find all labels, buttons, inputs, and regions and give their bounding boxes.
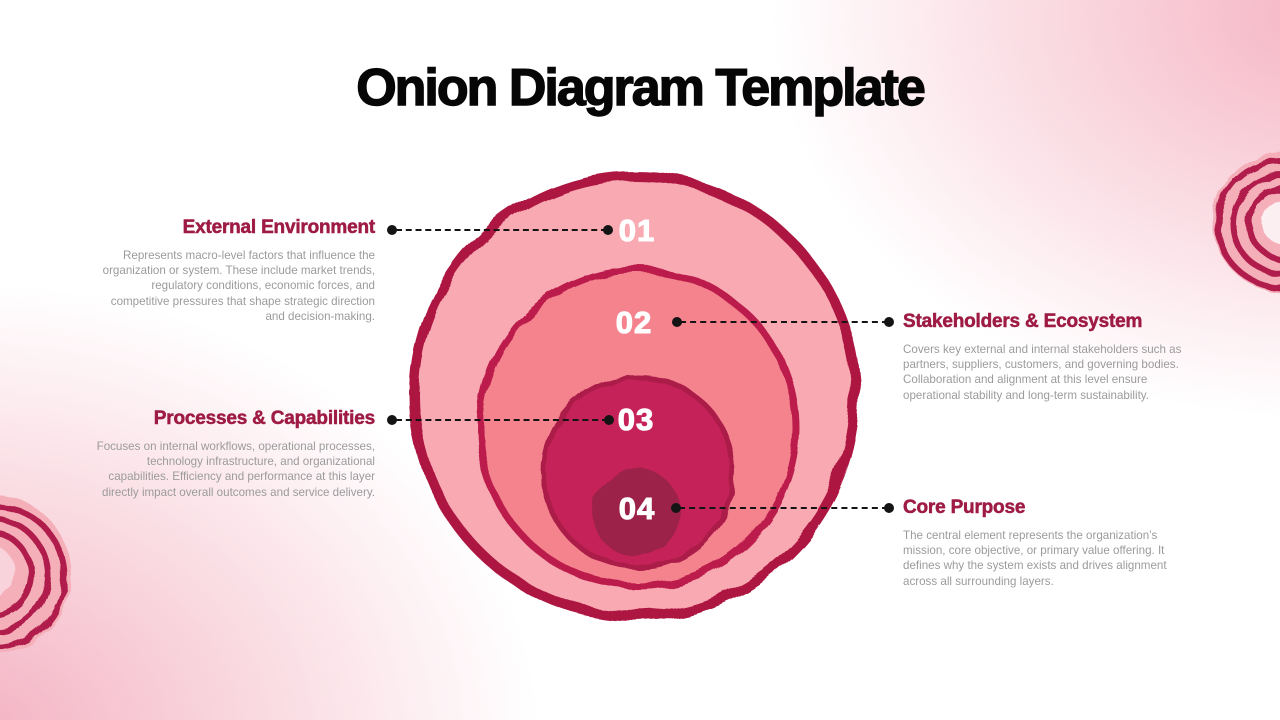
connector-line-04 [679,507,888,509]
label-title: Core Purpose [903,497,1026,519]
onion-layer-04 [592,468,680,556]
label-title: External Environment [182,217,375,239]
layer-number-03: 03 [617,401,655,437]
label-processes-capabilities: Processes & Capabilities Focuses on inte… [93,408,376,500]
connector-dot [672,317,682,327]
label-core-purpose: Core Purpose The central element represe… [903,497,1185,589]
connector-dot [387,415,397,425]
connector-line-01 [396,229,607,231]
onion-ring-decoration-top-right [1198,140,1280,315]
connector-line-02 [680,321,888,323]
connector-dot [671,503,681,513]
label-description: Represents macro-level factors that infl… [102,249,375,323]
connector-dot [604,415,614,425]
label-description: Focuses on internal workflows, operation… [96,440,375,499]
page-title: Onion Diagram Template [356,58,927,117]
layer-number-02: 02 [615,304,653,340]
layer-number-04: 04 [618,490,656,526]
connector-dot [884,317,894,327]
label-title: Stakeholders & Ecosystem [903,311,1143,333]
onion-ring-decoration-bottom-left [0,474,92,679]
connector-dot [387,225,397,235]
connector-line-03 [396,419,608,421]
label-description: Covers key external and internal stakeho… [903,343,1182,402]
label-description: The central element represents the organ… [903,529,1167,588]
connector-dot [884,503,894,513]
layer-number-01: 01 [618,212,656,248]
label-external-environment: External Environment Represents macro-le… [93,217,376,324]
label-title: Processes & Capabilities [153,408,376,430]
connector-dot [603,225,613,235]
label-stakeholders-ecosystem: Stakeholders & Ecosystem Covers key exte… [903,311,1185,403]
